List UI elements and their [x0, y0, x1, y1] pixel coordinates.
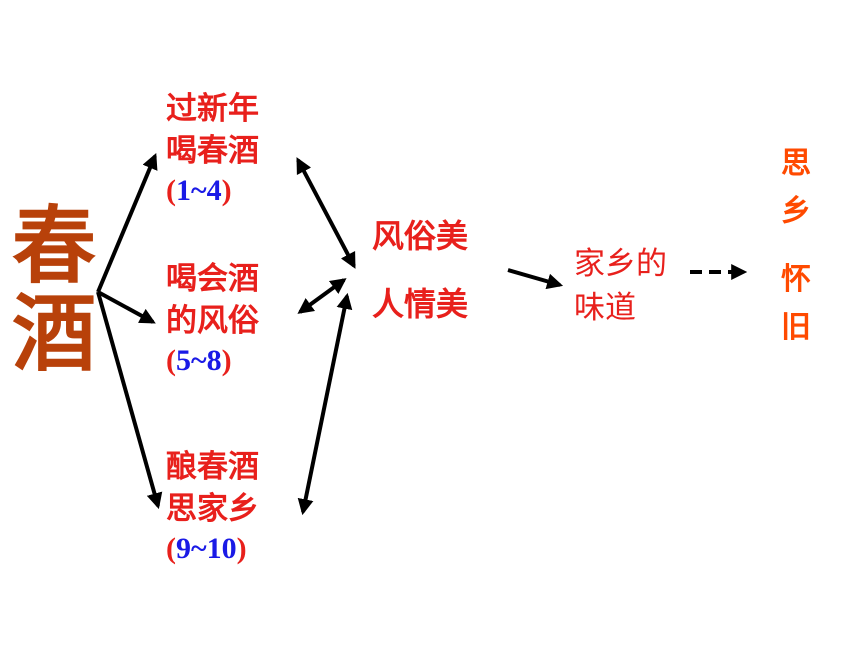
branch-3-line-2: 思家乡 — [166, 491, 259, 527]
branch-3-paragraph-ref: (9~10) — [166, 530, 259, 568]
middle-node-line-1: 风俗美 — [372, 217, 469, 255]
arrow-branch-2-to-middle — [297, 278, 347, 314]
ref-open-paren: ( — [166, 344, 176, 377]
ref-close-paren: ) — [221, 174, 232, 207]
middle-node-line-2: 人情美 — [372, 285, 469, 323]
taste-node-line-2: 味道 — [574, 290, 636, 326]
arrow-branch-1-to-middle — [296, 157, 356, 269]
title-char-2: 酒 — [12, 285, 97, 383]
branch-1-line-1: 过新年 — [166, 91, 259, 127]
arrow-branch-3-to-middle — [297, 292, 353, 516]
arrow-title-to-branch-3 — [96, 291, 163, 510]
branch-2-line-2: 的风俗 — [166, 303, 259, 339]
branch-2-line-1: 喝会酒 — [166, 261, 259, 297]
arrow-middle-to-taste — [507, 268, 564, 290]
branch-1-line-2: 喝春酒 — [166, 133, 259, 169]
ref-range: 5~8 — [176, 344, 222, 377]
branch-1-paragraph-ref: (1~4) — [166, 172, 259, 210]
right-column-bottom-1: 怀 — [781, 262, 811, 297]
ref-close-paren: ) — [236, 532, 247, 565]
ref-range: 9~10 — [176, 532, 237, 565]
ref-close-paren: ) — [221, 344, 232, 377]
right-column-bottom-2: 旧 — [781, 310, 811, 345]
branch-2-paragraph-ref: (5~8) — [166, 342, 259, 380]
ref-open-paren: ( — [166, 532, 176, 565]
branch-1: 过新年 喝春酒 (1~4) — [166, 88, 259, 210]
right-column-top-2: 乡 — [781, 194, 811, 229]
branch-3-line-1: 酿春酒 — [166, 449, 259, 485]
branch-3: 酿春酒 思家乡 (9~10) — [166, 446, 259, 568]
title-char-1: 春 — [12, 197, 97, 295]
ref-range: 1~4 — [176, 174, 222, 207]
taste-node-line-1: 家乡的 — [574, 246, 667, 282]
right-column-top-1: 思 — [781, 146, 811, 181]
arrow-title-to-branch-2 — [97, 290, 156, 324]
branch-2: 喝会酒 的风俗 (5~8) — [166, 258, 259, 380]
ref-open-paren: ( — [166, 174, 176, 207]
arrow-title-to-branch-1 — [96, 153, 158, 293]
